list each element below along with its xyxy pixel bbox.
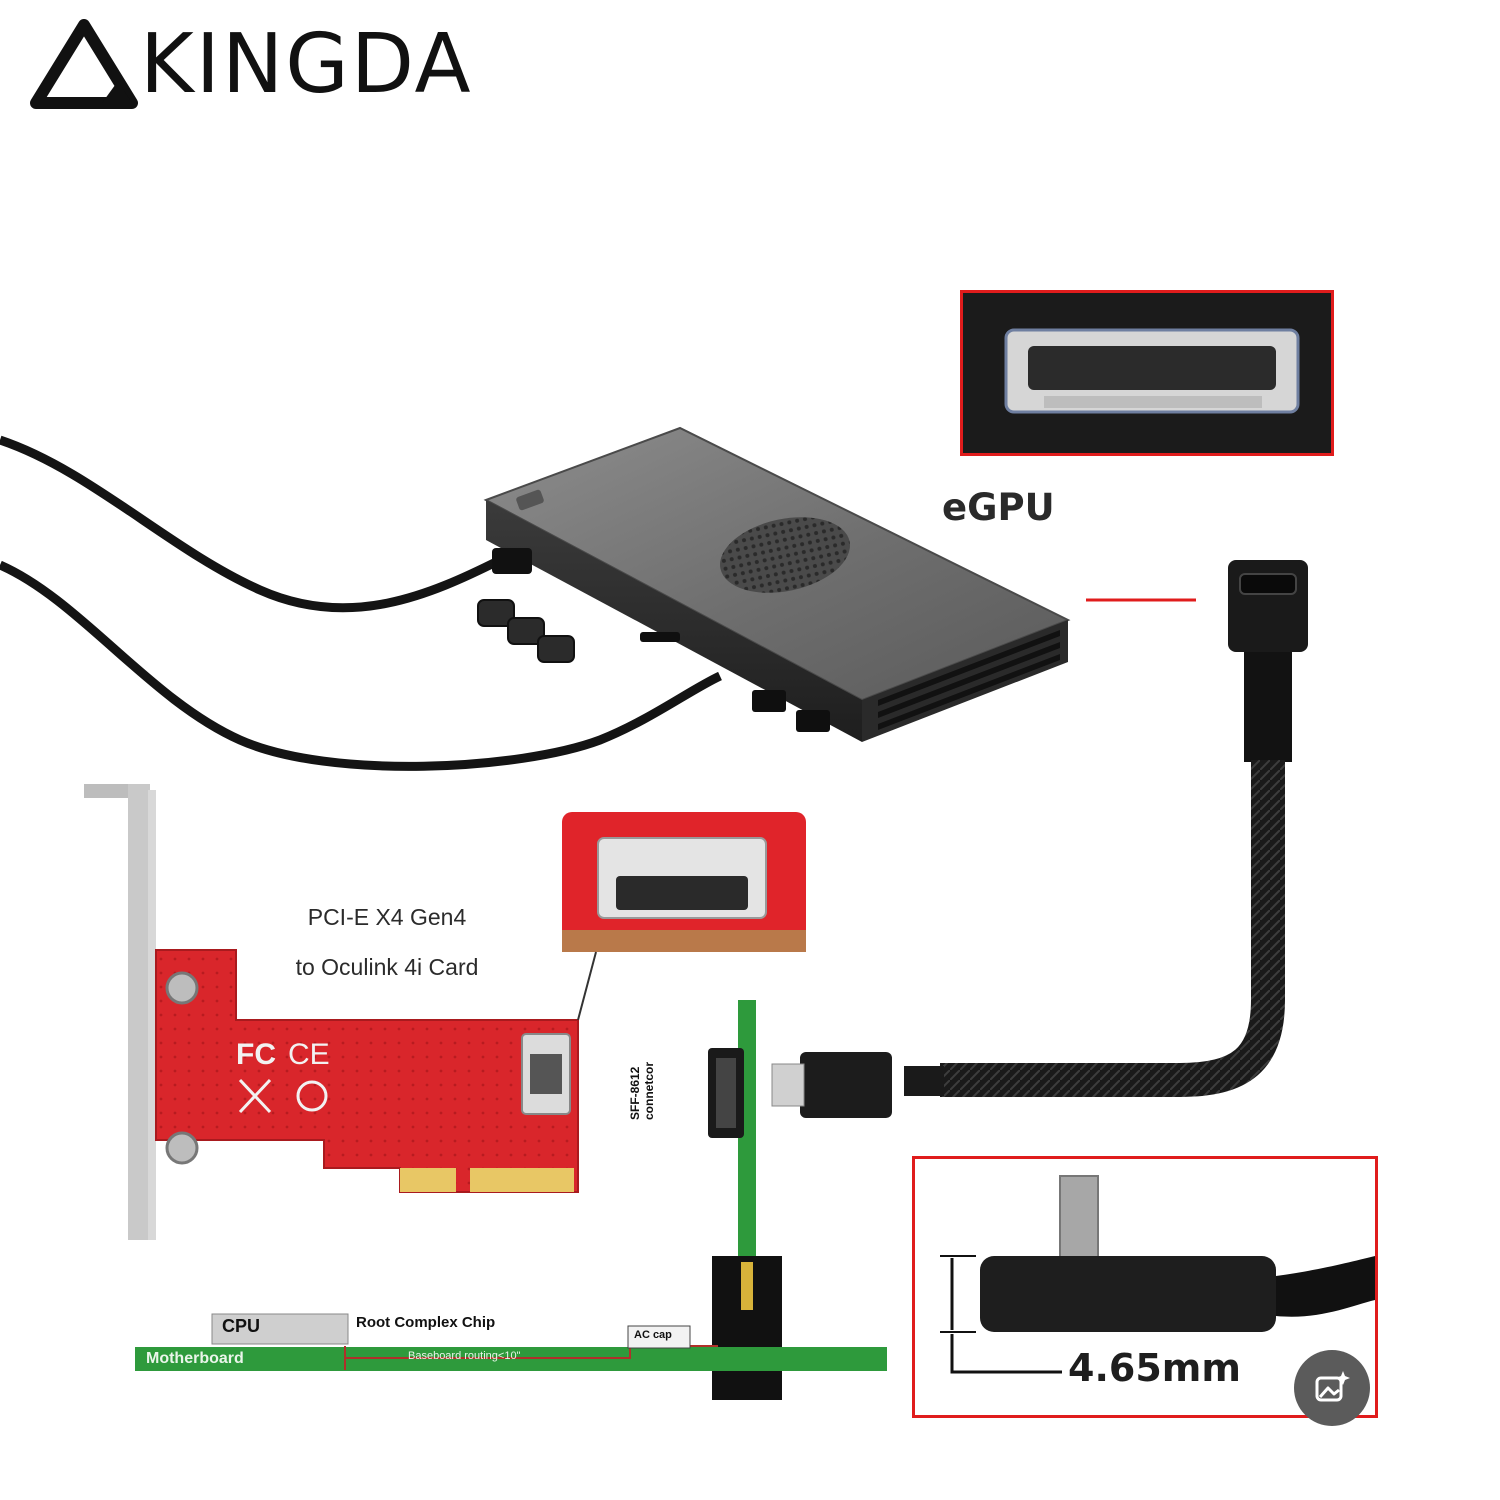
brand-name: KINGDA	[140, 17, 473, 112]
card-title-line1: PCI-E X4 Gen4	[307, 904, 467, 930]
svg-text:CE: CE	[288, 1038, 330, 1071]
dimension-frame	[912, 1156, 1378, 1418]
egpu-port-frame	[960, 290, 1334, 456]
egpu-power-cables	[0, 435, 722, 771]
riser-board	[708, 1000, 782, 1400]
image-sparkle-icon	[1315, 1371, 1350, 1402]
egpu-label: eGPU	[942, 486, 1055, 529]
brand-logo: KINGDA	[28, 17, 473, 112]
sff-line2: connetcor	[642, 1061, 656, 1120]
pcie-bracket	[84, 784, 156, 1240]
root-complex-label: Root Complex Chip	[356, 1314, 496, 1331]
sff-connector-label: SFF-8612 connetcor	[628, 1062, 656, 1120]
sff-line1: SFF-8612	[628, 1066, 642, 1120]
ac-cap-label: AC cap	[634, 1329, 672, 1341]
card-title-line2: to Oculink 4i Card	[295, 954, 479, 980]
motherboard-label: Motherboard	[146, 1350, 244, 1367]
oculink-cable	[771, 560, 1308, 1118]
routing-label: Baseboard routing<10"	[408, 1350, 521, 1362]
triangle-logo-icon	[30, 19, 138, 109]
egpu-dock	[477, 426, 1071, 742]
oculink-pcie-card: FC CE	[155, 949, 579, 1193]
connector-dimension-drawing	[940, 1175, 1375, 1374]
svg-text:FC: FC	[236, 1038, 276, 1071]
image-action-button[interactable]	[1294, 1350, 1370, 1426]
egpu-port-callout	[962, 292, 1332, 454]
cpu-label: CPU	[222, 1316, 261, 1336]
dimension-label: 4.65mm	[1068, 1346, 1241, 1390]
vent-slots	[878, 630, 1060, 730]
card-connector-callout	[562, 812, 806, 1021]
fan-grill	[720, 517, 850, 593]
motherboard-strip	[135, 1313, 887, 1371]
